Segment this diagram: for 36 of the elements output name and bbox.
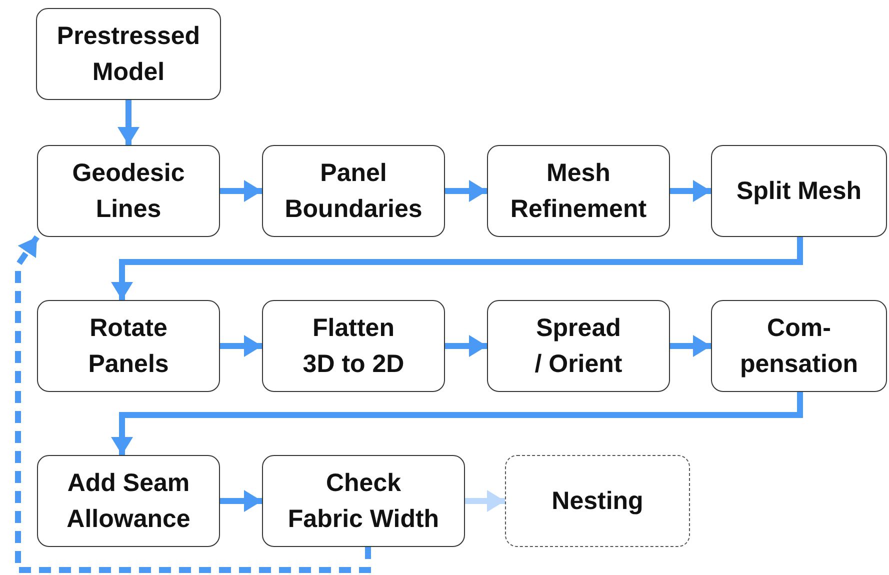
process-box (487, 145, 670, 237)
process-box (487, 300, 670, 392)
box-label: Prestressed Model (56, 21, 202, 88)
arrow (220, 180, 262, 202)
arrow (670, 335, 711, 357)
process-box (37, 300, 220, 392)
arrow (220, 490, 262, 512)
process-box (37, 455, 220, 547)
arrow (670, 180, 711, 202)
process-box (262, 455, 465, 547)
box-label: Flatten 3D to 2D (302, 313, 406, 380)
box-label: Add Seam Allowance (66, 468, 192, 535)
process-box (711, 300, 887, 392)
process-box (36, 8, 221, 100)
arrow (111, 237, 803, 300)
arrow (445, 335, 487, 357)
box-label: Mesh Refinement (509, 158, 648, 225)
box-label: Panel Boundaries (284, 158, 424, 225)
box-label: Nesting (552, 486, 644, 517)
process-box (37, 145, 220, 237)
arrow (445, 180, 487, 202)
process-box (711, 145, 887, 237)
box-label: Split Mesh (736, 176, 862, 207)
arrow (220, 335, 262, 357)
box-label: Com- pensation (738, 313, 860, 380)
arrow (15, 235, 371, 573)
box-label: Rotate Panels (87, 313, 170, 380)
arrow (465, 490, 505, 512)
process-box (505, 455, 690, 547)
process-box (262, 300, 445, 392)
box-label: Geodesic Lines (71, 158, 186, 225)
box-label: Spread / Orient (534, 313, 624, 380)
process-box (262, 145, 445, 237)
arrow (118, 100, 140, 145)
box-label: Check Fabric Width (286, 468, 440, 535)
arrow (111, 392, 803, 455)
